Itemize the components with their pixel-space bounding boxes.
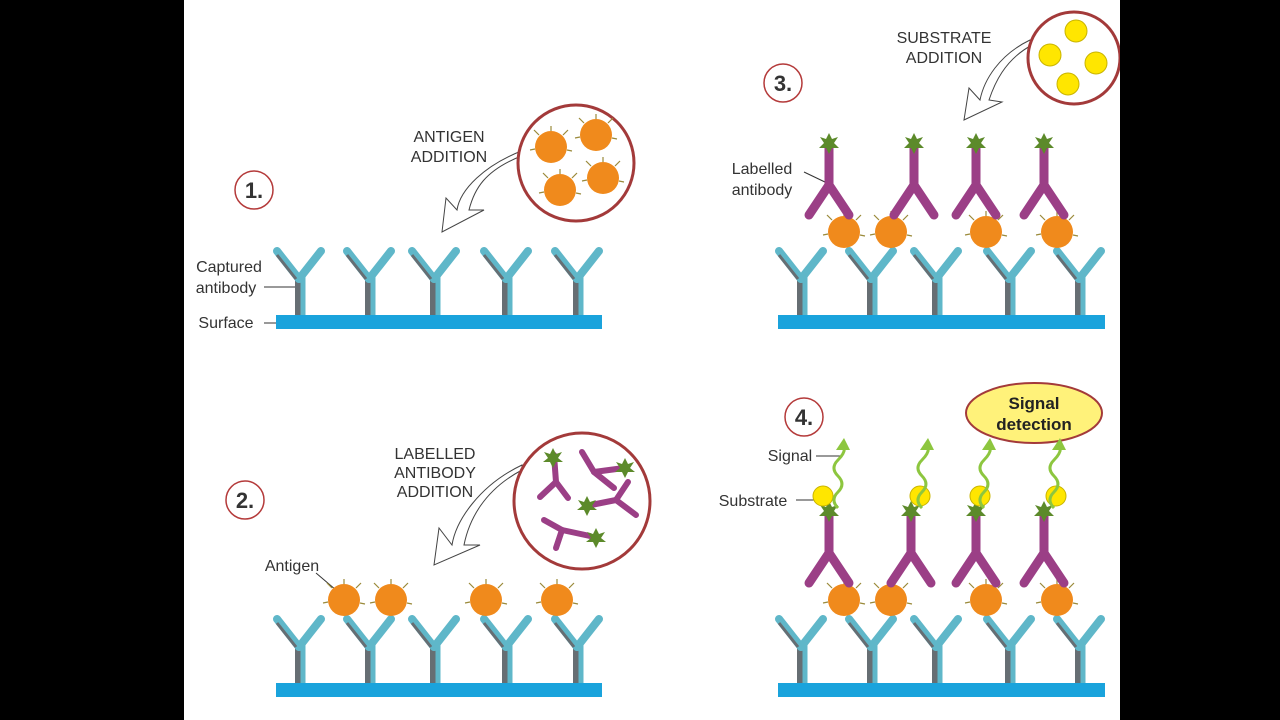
labelled-antibody-icon	[1024, 133, 1064, 215]
captured-antibody-icon	[779, 619, 823, 683]
labelled-antibody-icon	[809, 501, 849, 583]
step-2-badge	[225, 480, 265, 520]
captured-antibody-icon	[914, 251, 958, 315]
step-4-badge	[784, 397, 824, 437]
substrate-addition-arrow	[963, 39, 1033, 121]
captured-antibody-icon	[849, 251, 893, 315]
step-3-badge	[763, 63, 803, 103]
antigen-icon	[1035, 210, 1079, 249]
captured-antibody-label-2: antibody	[196, 280, 257, 297]
antigen-label: Antigen	[265, 558, 319, 575]
labelled-antibody-label-2: antibody	[732, 182, 793, 199]
captured-antibody-icon	[412, 251, 456, 315]
captured-antibody-icon	[914, 619, 958, 683]
antigen-icon	[1035, 578, 1079, 617]
captured-antibody-icon	[555, 251, 599, 315]
labelled-antibody-icon	[891, 501, 931, 583]
labelled-antibody-icon	[956, 133, 996, 215]
labelled-antibody-addition-label-3: ADDITION	[397, 484, 473, 501]
substrate-addition-label-1: SUBSTRATE	[897, 30, 992, 47]
panel-1: 1. ANTIGEN ADDITION Captured antibody Su…	[196, 103, 636, 332]
captured-antibody-icon	[849, 619, 893, 683]
surface-plate-2	[276, 683, 602, 697]
antigen-addition-label-2: ADDITION	[411, 149, 487, 166]
signal-arrow-icon	[832, 436, 852, 510]
panel-4: 4. Signal detection Signal Substrate	[719, 382, 1105, 697]
antigen-icon	[964, 210, 1008, 249]
step-2-number: 2.	[236, 488, 254, 513]
antigen-inset	[516, 103, 636, 223]
captured-antibody-icon	[987, 251, 1031, 315]
labelled-antibody-icon	[956, 501, 996, 583]
antigen-icon	[822, 578, 866, 617]
substrate-icon	[812, 485, 834, 507]
panel-3: 3. SUBSTRATE ADDITION Labelled antibody	[732, 10, 1120, 329]
antigen-icon	[369, 578, 413, 617]
captured-antibody-icon	[347, 251, 391, 315]
panel-2: 2. LABELLED ANTIBODY ADDITION	[225, 431, 652, 697]
step-3-number: 3.	[774, 71, 792, 96]
step-1-badge	[234, 170, 274, 210]
antigen-addition-arrow	[441, 149, 525, 233]
labelled-antibody-addition-label-1: LABELLED	[395, 446, 476, 463]
surface-plate-3	[778, 315, 1105, 329]
captured-antibody-icon	[347, 619, 391, 683]
labelled-antibody-pointer	[803, 171, 828, 184]
signal-detection-label-2: detection	[996, 415, 1072, 434]
surface-label: Surface	[198, 315, 253, 332]
step-1-number: 1.	[245, 178, 263, 203]
signal-detection-bubble	[965, 382, 1103, 444]
antigen-pointer	[315, 572, 337, 591]
captured-antibody-icon	[412, 619, 456, 683]
elisa-diagram: 1. ANTIGEN ADDITION Captured antibody Su…	[184, 0, 1120, 720]
captured-antibody-icon	[555, 619, 599, 683]
substrate-label: Substrate	[719, 493, 788, 510]
captured-antibody-icon	[779, 251, 823, 315]
signal-label: Signal	[768, 448, 812, 465]
antigen-icon	[464, 578, 508, 617]
substrate-addition-label-2: ADDITION	[906, 50, 982, 67]
labelled-antibody-addition-label-2: ANTIBODY	[394, 465, 476, 482]
captured-antibody-icon	[1057, 619, 1101, 683]
antigen-icon	[535, 578, 579, 617]
captured-antibody-icon	[484, 251, 528, 315]
captured-antibody-icon	[277, 251, 321, 315]
antigen-icon	[822, 210, 866, 249]
captured-antibody-icon	[1057, 251, 1101, 315]
captured-antibody-icon	[277, 619, 321, 683]
antigen-icon	[322, 578, 366, 617]
labelled-antibody-icon	[1024, 501, 1064, 583]
surface-plate-4	[778, 683, 1105, 697]
diagram-svg: 1. ANTIGEN ADDITION Captured antibody Su…	[196, 10, 1120, 697]
labelled-antibody-icon	[894, 133, 934, 215]
labelled-antibody-label-1: Labelled	[732, 161, 793, 178]
substrate-inset	[1026, 10, 1120, 106]
signal-detection-label-1: Signal	[1008, 394, 1059, 413]
captured-antibody-icon	[484, 619, 528, 683]
labelled-antibody-inset	[512, 431, 652, 571]
surface-plate-1	[276, 315, 602, 329]
step-4-number: 4.	[795, 405, 813, 430]
captured-antibody-label-1: Captured	[196, 259, 262, 276]
labelled-antibody-icon	[809, 133, 849, 215]
antigen-addition-label-1: ANTIGEN	[413, 129, 484, 146]
labelled-antibody-addition-arrow	[433, 464, 523, 566]
captured-antibody-icon	[987, 619, 1031, 683]
antigen-icon	[964, 578, 1008, 617]
